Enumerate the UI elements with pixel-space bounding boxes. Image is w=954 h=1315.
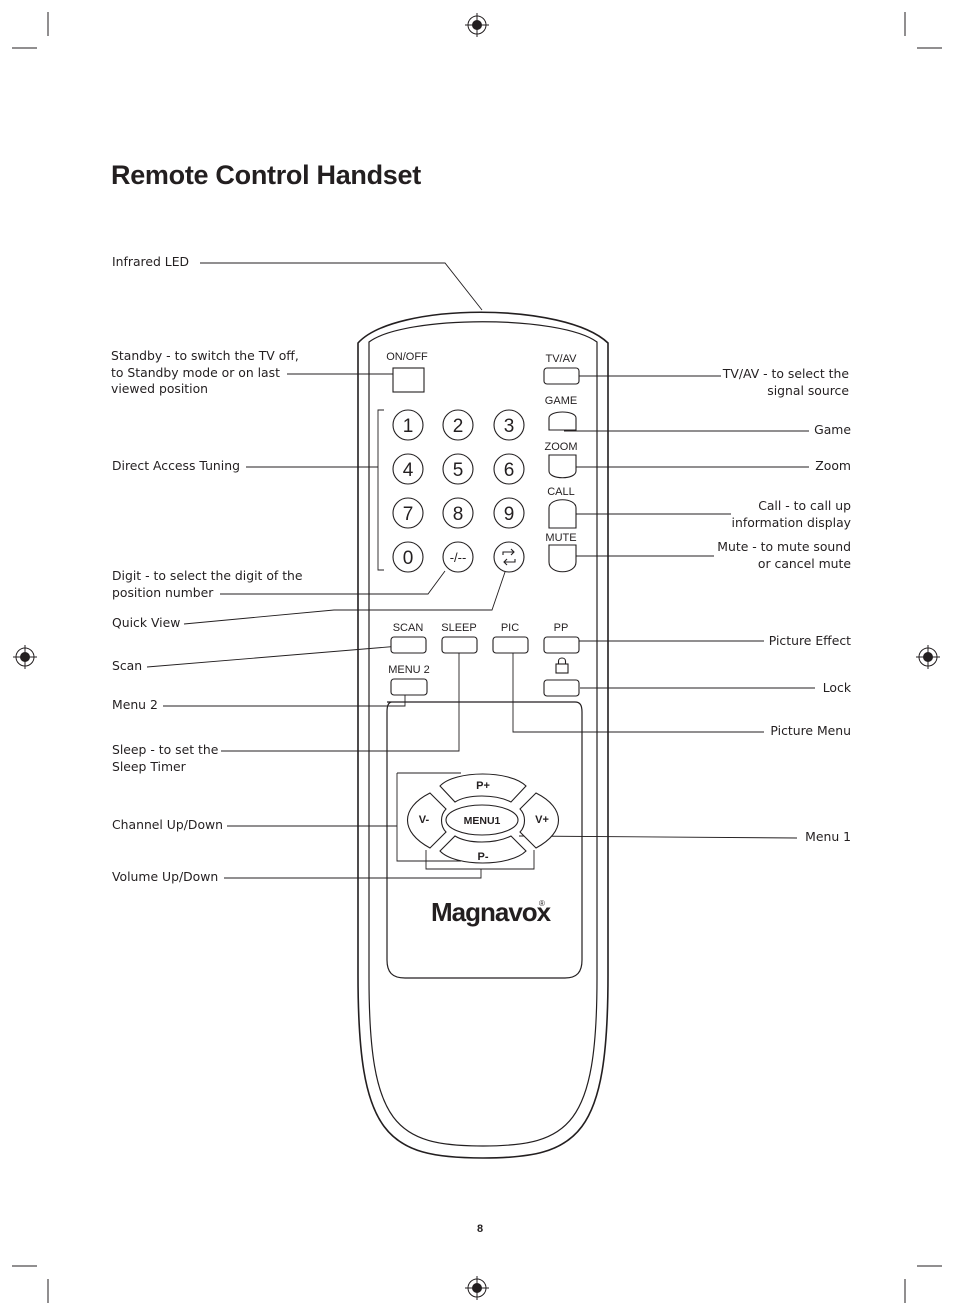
channel-up-label: P+ bbox=[476, 780, 490, 792]
label-zoom: Zoom bbox=[815, 458, 851, 473]
label-infrared-led: Infrared LED bbox=[112, 254, 190, 269]
pic-label: PIC bbox=[501, 622, 519, 634]
digit-5-label: 5 bbox=[453, 460, 464, 481]
label-scan: Scan bbox=[112, 658, 143, 673]
pp-label: PP bbox=[554, 622, 569, 634]
digit-8-label: 8 bbox=[453, 504, 464, 525]
channel-down-label: P- bbox=[478, 851, 489, 863]
digit-toggle-button[interactable] bbox=[442, 541, 474, 573]
pp-button[interactable] bbox=[543, 636, 580, 654]
crop-marks bbox=[12, 12, 942, 1303]
label-menu1: Menu 1 bbox=[805, 829, 851, 844]
digit-keypad: 1 2 3 4 5 6 7 8 9 0 -/-- bbox=[392, 409, 525, 573]
remote-body bbox=[357, 311, 609, 1159]
label-volume: Volume Up/Down bbox=[112, 869, 219, 884]
menu2-button[interactable] bbox=[390, 678, 428, 696]
label-channel: Channel Up/Down bbox=[112, 817, 224, 832]
on-off-button[interactable] bbox=[392, 367, 425, 393]
game-button[interactable] bbox=[548, 411, 577, 431]
label-call: Call - to call up information display bbox=[731, 498, 851, 530]
digit-toggle-label: -/-- bbox=[450, 550, 467, 565]
page-title: Remote Control Handset bbox=[111, 160, 421, 190]
on-off-label: ON/OFF bbox=[386, 351, 428, 363]
channel-down-button[interactable] bbox=[439, 835, 527, 864]
digit-2-button[interactable] bbox=[442, 409, 474, 441]
digit-5-button[interactable] bbox=[442, 453, 474, 485]
digit-6-button[interactable] bbox=[493, 453, 525, 485]
volume-down-label: V- bbox=[419, 814, 430, 826]
digit-0-label: 0 bbox=[403, 548, 414, 569]
mute-button[interactable] bbox=[548, 544, 577, 573]
volume-up-button[interactable] bbox=[519, 792, 560, 849]
sleep-button[interactable] bbox=[441, 636, 478, 654]
tvav-button[interactable] bbox=[543, 367, 580, 385]
menu1-button[interactable] bbox=[445, 804, 519, 836]
scan-label: SCAN bbox=[393, 622, 424, 634]
page-number: 8 bbox=[476, 1223, 484, 1235]
digit-9-button[interactable] bbox=[493, 497, 525, 529]
label-lock: Lock bbox=[822, 680, 851, 695]
digit-1-button[interactable] bbox=[392, 409, 424, 441]
call-button[interactable] bbox=[548, 499, 577, 529]
volume-up-label: V+ bbox=[535, 814, 549, 826]
label-picture-menu: Picture Menu bbox=[770, 723, 851, 738]
registration-mark-bottom bbox=[465, 1276, 489, 1300]
digit-3-label: 3 bbox=[504, 416, 515, 437]
label-picture-effect: Picture Effect bbox=[768, 633, 851, 648]
registration-mark-left bbox=[13, 645, 37, 669]
nav-cluster: P+ P- V- V+ MENU1 bbox=[406, 773, 560, 864]
digit-2-label: 2 bbox=[453, 416, 464, 437]
channel-up-button[interactable] bbox=[439, 773, 527, 803]
volume-down-button[interactable] bbox=[406, 792, 447, 849]
menu2-label: MENU 2 bbox=[388, 664, 430, 676]
label-sleep: Sleep - to set the Sleep Timer bbox=[112, 742, 219, 774]
registration-marks bbox=[13, 13, 940, 1300]
lock-icon bbox=[555, 657, 569, 674]
tvav-label: TV/AV bbox=[546, 353, 578, 365]
scan-button[interactable] bbox=[390, 636, 427, 654]
digit-1-label: 1 bbox=[403, 416, 414, 437]
label-mute: Mute - to mute sound or cancel mute bbox=[717, 539, 851, 571]
game-label: GAME bbox=[545, 395, 577, 407]
digit-7-label: 7 bbox=[403, 504, 414, 525]
zoom-button[interactable] bbox=[548, 454, 577, 479]
registration-mark-right bbox=[916, 645, 940, 669]
label-direct-access: Direct Access Tuning bbox=[112, 458, 240, 473]
sleep-label: SLEEP bbox=[441, 622, 476, 634]
digit-3-button[interactable] bbox=[493, 409, 525, 441]
label-tvav: TV/AV - to select the signal source bbox=[722, 366, 849, 398]
digit-6-label: 6 bbox=[504, 460, 515, 481]
digit-4-label: 4 bbox=[403, 460, 414, 481]
digit-0-button[interactable] bbox=[392, 541, 424, 573]
brand-logo: Magnavox bbox=[431, 897, 552, 927]
label-menu2: Menu 2 bbox=[112, 697, 158, 712]
digit-7-button[interactable] bbox=[392, 497, 424, 529]
leader-lines bbox=[146, 262, 815, 879]
digit-9-label: 9 bbox=[504, 504, 515, 525]
registered-mark: ® bbox=[539, 899, 545, 908]
label-digit: Digit - to select the digit of the posit… bbox=[112, 568, 303, 600]
pic-button[interactable] bbox=[492, 636, 529, 654]
lock-button[interactable] bbox=[543, 679, 580, 697]
registration-mark-top bbox=[465, 13, 489, 37]
label-standby: Standby - to switch the TV off, to Stand… bbox=[111, 348, 299, 396]
quick-view-button[interactable] bbox=[493, 541, 525, 573]
digit-8-button[interactable] bbox=[442, 497, 474, 529]
quick-view-icon bbox=[502, 548, 516, 566]
menu1-label: MENU1 bbox=[464, 815, 501, 827]
call-label: CALL bbox=[547, 486, 575, 498]
label-quick-view: Quick View bbox=[112, 615, 181, 630]
label-game: Game bbox=[814, 422, 851, 437]
mute-label: MUTE bbox=[545, 532, 576, 544]
zoom-label: ZOOM bbox=[545, 441, 578, 453]
digit-4-button[interactable] bbox=[392, 453, 424, 485]
